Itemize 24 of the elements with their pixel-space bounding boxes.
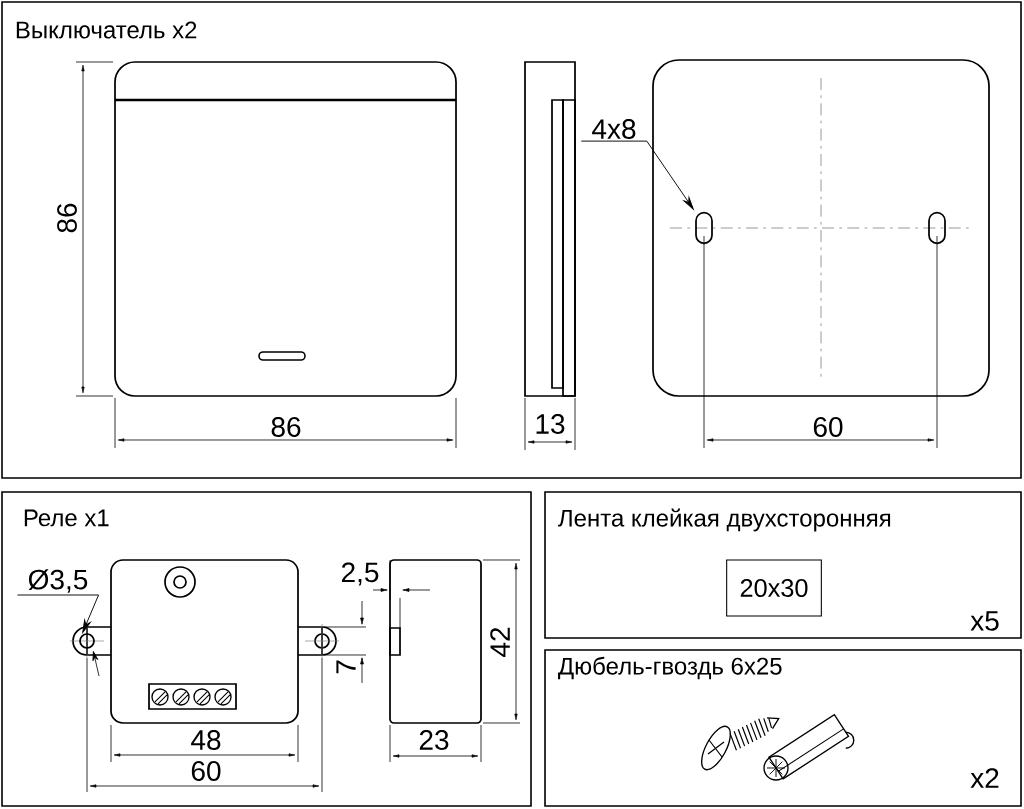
callout-text: 4x8 [592, 119, 636, 139]
dimension-label: 42 [490, 627, 510, 657]
mounting-hole [79, 633, 95, 649]
dimension-label: 48 [191, 730, 221, 750]
leader-line [17, 594, 100, 633]
dimension-label: 23 [419, 730, 449, 750]
quantity-label: x2 [970, 768, 999, 788]
panel-heading: Реле x1 [24, 509, 109, 527]
callout-text: Ø3,5 [28, 569, 88, 593]
leader-line [580, 140, 694, 210]
mounting-slot [928, 211, 946, 245]
dimension-label: 13 [536, 414, 565, 434]
dimension-label: 86 [271, 417, 301, 437]
tape-box: 20x30 [726, 559, 822, 617]
panel-heading: Выключатель x2 [16, 21, 197, 39]
dimension-label: 7 [336, 660, 356, 674]
dimension-label: 60 [813, 417, 843, 437]
panel-heading: Дюбель-гвоздь 6x25 [558, 656, 782, 680]
mounting-slot [695, 211, 713, 245]
dimension-label: 2,5 [341, 562, 379, 586]
dimension-label: 86 [57, 203, 77, 233]
dimension-label: 60 [191, 761, 221, 781]
quantity-label: x5 [970, 611, 999, 631]
panel-heading: Лента клейкая двухсторонняя [558, 508, 891, 532]
